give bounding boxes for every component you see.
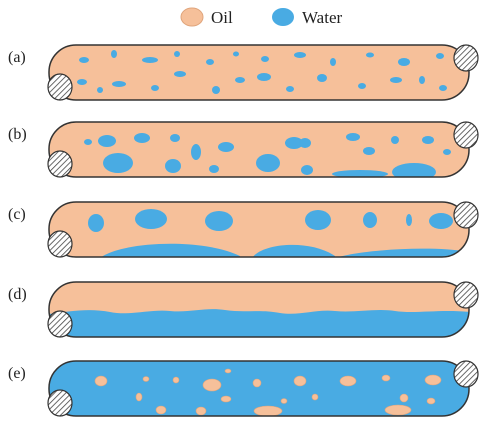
pipe-d [47, 281, 479, 338]
legend-water-label: Water [302, 8, 342, 27]
pipe-b-outline [48, 121, 470, 178]
pipe-d-outline [48, 281, 470, 338]
pipe-a-water-droplets [77, 50, 447, 94]
pipe-e-outline [48, 360, 470, 417]
pipe-b-left-end-icon [47, 150, 73, 178]
panel-label-b: (b) [8, 126, 27, 143]
pipe-e-oil-droplets [94, 368, 442, 416]
pipe-e [47, 360, 479, 417]
pipe-c-outline [48, 201, 470, 258]
pipe-c-water-lens-right [335, 248, 469, 257]
pipe-c-water-lens-center [252, 245, 335, 257]
pipe-b-body [49, 122, 469, 177]
pipe-d-left-end-icon [47, 310, 73, 338]
pipe-c [47, 201, 479, 258]
legend: Oil Water [180, 7, 342, 27]
panel-label-d: (d) [8, 286, 27, 303]
pipe-e-left-end-icon [47, 389, 73, 417]
pipe-c-water-drops [88, 209, 469, 257]
pipe-d-water-layer [49, 309, 469, 337]
legend-oil-label: Oil [211, 8, 233, 27]
pipe-e-right-end-icon [453, 360, 479, 388]
pipe-d-right-end-icon [453, 281, 479, 309]
pipe-a [47, 44, 479, 101]
pipe-e-body [49, 361, 469, 416]
pipe-c-water-lens-left [100, 243, 240, 257]
pipe-b [47, 121, 479, 178]
legend-oil-swatch [180, 7, 204, 27]
panel-label-c: (c) [8, 206, 26, 223]
pipe-c-body [49, 202, 469, 257]
pipe-b-right-end-icon [453, 121, 479, 149]
pipe-c-right-end-icon [453, 201, 479, 229]
pipe-a-right-end-icon [453, 44, 479, 72]
pipe-a-left-end-icon [47, 73, 73, 101]
pipe-a-outline [48, 44, 470, 101]
panel-label-a: (a) [8, 49, 26, 66]
legend-water-swatch [272, 8, 294, 26]
panel-label-e: (e) [8, 365, 26, 382]
pipe-c-left-end-icon [47, 230, 73, 258]
